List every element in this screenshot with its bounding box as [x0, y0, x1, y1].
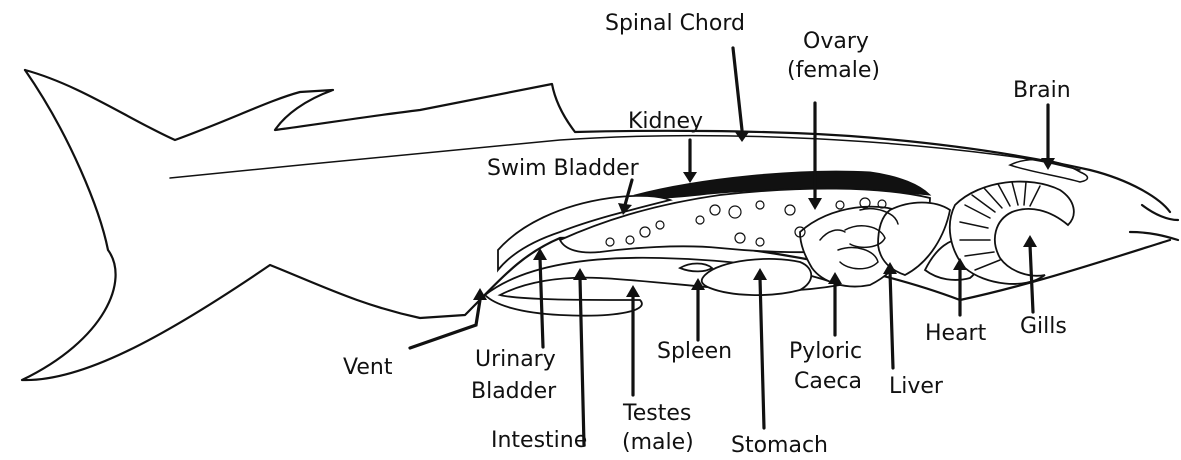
pointer-liver — [890, 272, 893, 368]
label-testes-line2: (male) — [622, 430, 694, 455]
label-liver: Liver — [889, 374, 944, 399]
label-vent: Vent — [343, 355, 393, 380]
label-heart: Heart — [925, 321, 987, 346]
label-gills: Gills — [1020, 314, 1067, 339]
label-intestine: Intestine — [491, 428, 587, 453]
label-urinary-line1: Urinary — [475, 347, 556, 372]
label-brain: Brain — [1013, 78, 1071, 103]
label-testes-line1: Testes — [622, 401, 691, 426]
label-urinary-line2: Bladder — [471, 379, 557, 404]
label-kidney: Kidney — [628, 109, 703, 134]
label-ovary-line2: (female) — [787, 58, 880, 83]
label-ovary-line1: Ovary — [803, 29, 869, 54]
label-pyloric-line2: Caeca — [794, 369, 862, 394]
mouth-line — [1142, 205, 1178, 220]
label-swim-bladder: Swim Bladder — [487, 156, 640, 181]
pointer-vent — [410, 300, 480, 348]
jaw-line — [1130, 232, 1178, 240]
pointer-gills — [1030, 245, 1033, 312]
pointer-spinal-chord — [733, 48, 742, 130]
pointer-stomach — [760, 278, 764, 428]
label-pyloric-line1: Pyloric — [789, 339, 862, 364]
label-stomach: Stomach — [731, 433, 828, 458]
label-spleen: Spleen — [657, 339, 732, 364]
gills-shape — [950, 182, 1074, 284]
label-spinal-chord: Spinal Chord — [605, 11, 745, 36]
